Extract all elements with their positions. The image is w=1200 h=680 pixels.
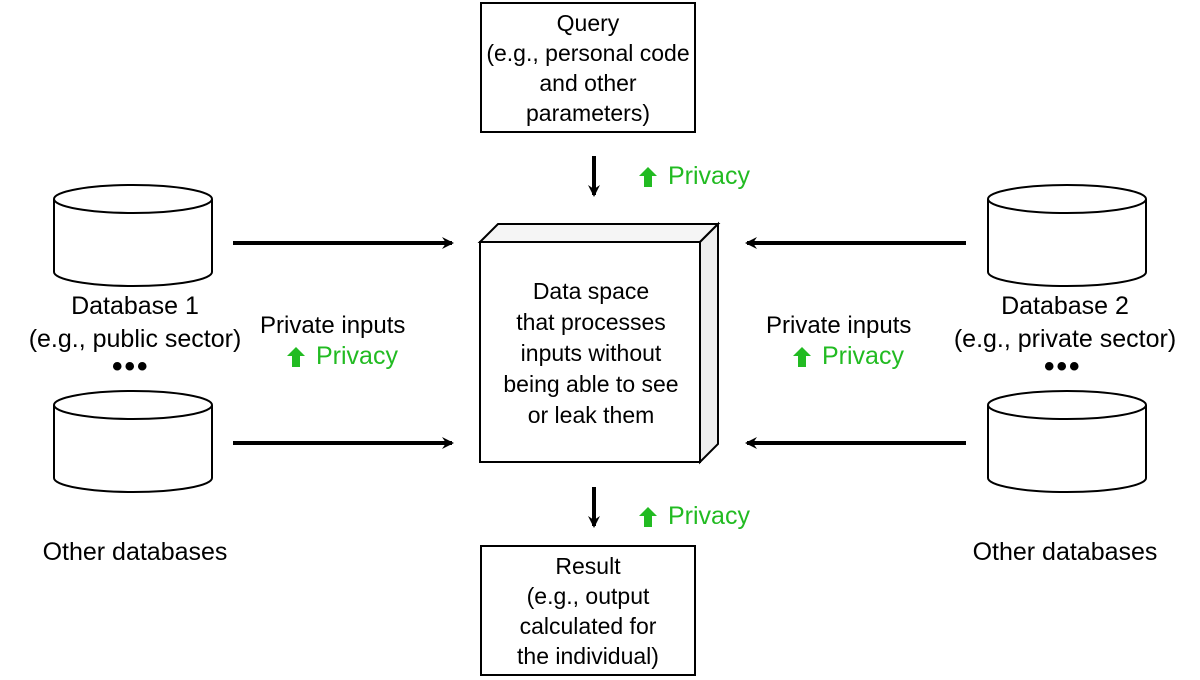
privacy-indicator-bottom: Privacy [638,502,750,531]
other-databases-left-label: Other databases [42,538,228,566]
other-databases-right-label: Other databases [972,538,1158,566]
result-line-4: the individual) [517,642,659,669]
up-arrow-icon [639,166,657,187]
data-space-line-5: or leak them [527,401,655,428]
result-line-3: calculated for [519,612,657,639]
database-2-label: Database 2 (e.g., private sector) [934,290,1196,356]
data-space-line-3: inputs without [520,339,662,366]
data-space-cube [477,221,721,465]
ellipsis-left: ••• [112,350,150,383]
query-title: Query [556,9,620,36]
result-title: Result [555,552,621,579]
ellipsis-right: ••• [1044,350,1082,383]
database-1-subtitle: (e.g., public sector) [28,325,242,353]
database-1-label: Database 1 (e.g., public sector) [4,290,266,356]
privacy-indicator-right: Privacy [792,342,904,371]
private-inputs-left-label: Private inputs [260,312,406,339]
data-space-text: Data space that processes inputs without… [482,244,700,462]
privacy-label-top: Privacy [668,162,750,190]
up-arrow-icon [793,346,811,367]
database-2-title: Database 2 [1001,292,1129,320]
database-2-cylinder [987,184,1147,287]
result-line-2: (e.g., output [526,582,650,609]
data-space-line-2: that processes [516,308,666,335]
query-box: Query (e.g., personal code and other par… [480,2,696,133]
query-line-3: and other [539,69,637,96]
other-databases-left-cylinder [53,390,213,493]
private-inputs-right-label: Private inputs [766,312,912,339]
up-arrow-icon [287,346,305,367]
database-2-subtitle: (e.g., private sector) [953,325,1177,353]
database-1-title: Database 1 [71,292,199,320]
database-1-cylinder [53,184,213,287]
privacy-label-left: Privacy [316,342,398,370]
other-databases-right-cylinder [987,390,1147,493]
data-space-line-4: being able to see [503,370,679,397]
privacy-indicator-left: Privacy [286,342,398,371]
privacy-label-right: Privacy [822,342,904,370]
query-line-2: (e.g., personal code [486,39,690,66]
privacy-label-bottom: Privacy [668,502,750,530]
data-space-line-1: Data space [532,277,650,304]
privacy-indicator-top: Privacy [638,162,750,191]
query-line-4: parameters) [526,99,650,126]
up-arrow-icon [639,506,657,527]
result-box: Result (e.g., output calculated for the … [480,545,696,676]
